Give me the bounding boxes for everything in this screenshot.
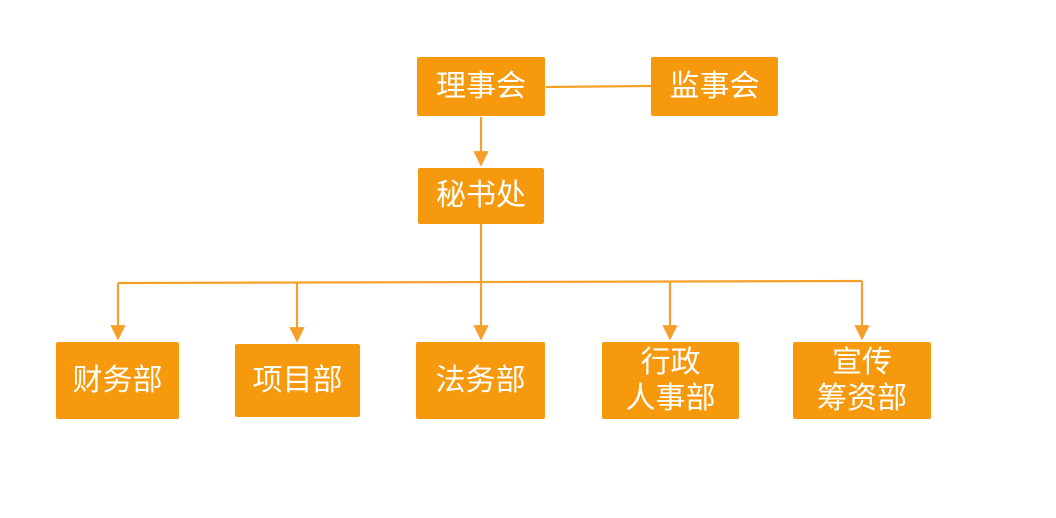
board-label: 理事会	[436, 68, 526, 104]
secretariat-label: 秘书处	[436, 178, 526, 213]
projects-node: 项目部	[235, 344, 360, 417]
publicity-fundraising-node: 宣传 筹资部	[793, 342, 931, 419]
board-supervisors-link	[545, 84, 652, 89]
secretariat-node: 秘书处	[418, 168, 544, 224]
board-node: 理事会	[417, 57, 545, 116]
finance-label: 财务部	[72, 362, 163, 398]
admin-hr-node: 行政 人事部	[602, 342, 739, 419]
supervisors-node: 监事会	[651, 57, 778, 116]
supervisors-label: 监事会	[669, 68, 760, 104]
legal-label: 法务部	[435, 362, 526, 398]
publicity-fundraising-label: 宣传 筹资部	[817, 344, 907, 416]
finance-node: 财务部	[56, 342, 179, 419]
projects-label: 项目部	[252, 362, 343, 398]
legal-node: 法务部	[416, 342, 545, 419]
department-bus	[117, 279, 863, 285]
admin-hr-label: 行政 人事部	[625, 344, 716, 416]
